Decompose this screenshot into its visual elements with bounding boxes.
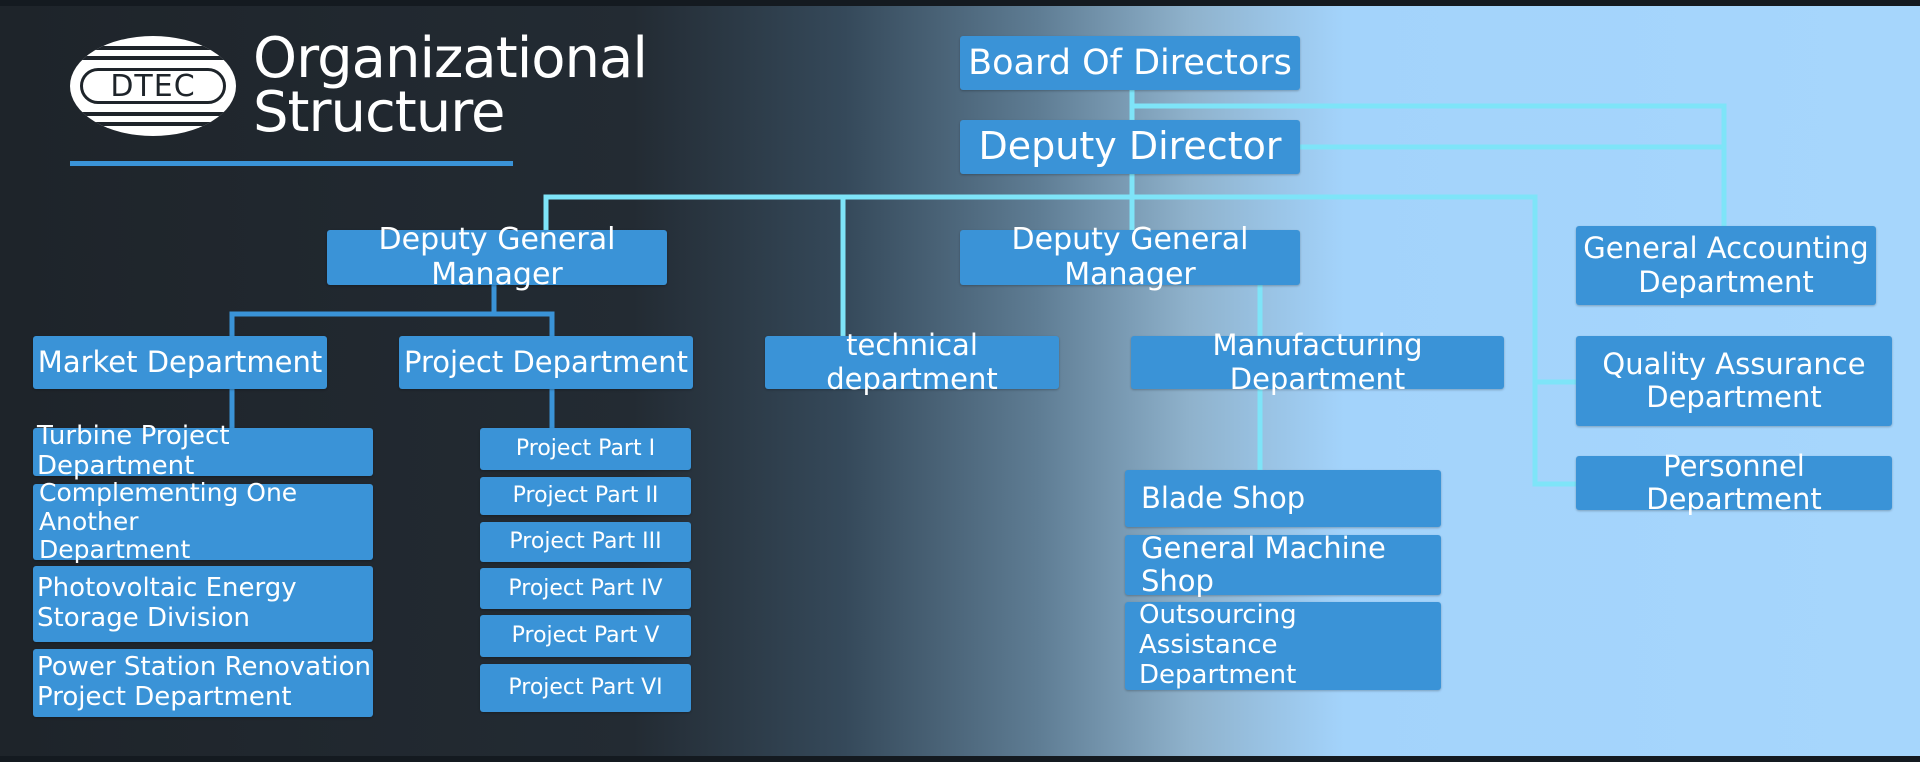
connector-right-spine [1532,194,1581,487]
node-label: Project Part I [515,436,656,462]
node-deputy-general-manager-right: Deputy General Manager [960,222,1300,291]
node-manufacturing-department: Manufacturing Department [1131,329,1504,395]
node-label: Project Part VI [508,675,663,701]
node-blade-shop: Blade Shop [1125,470,1441,527]
node-outsourcing-assistance: Outsourcing Assistance Department [1125,600,1441,690]
node-project-part-4: Project Part IV [480,568,691,609]
node-label: Manufacturing Department [1212,328,1423,396]
page-title: Organizational Structure [253,26,648,145]
node-label: Blade Shop [1141,480,1306,515]
connector-board-right [1129,103,1727,229]
node-general-machine-shop: General Machine Shop [1125,531,1441,598]
node-label: General Accounting Department [1583,231,1869,299]
node-turbine-project-department: Turbine Project Department [33,421,373,481]
node-complementing-department: Complementing One Another Department [33,478,373,564]
node-project-part-2: Project Part II [480,477,691,515]
node-label: Project Part II [512,483,659,509]
node-label: Photovoltaic Energy Storage Division [37,573,297,633]
node-label: Quality Assurance Department [1602,346,1866,414]
node-label: Turbine Project Department [37,421,230,481]
node-deputy-general-manager-left: Deputy General Manager [327,222,667,291]
title-line-2: Structure [253,80,506,145]
node-label: Personnel Department [1646,448,1822,516]
node-market-department: Market Department [33,336,327,389]
node-label: technical department [826,328,998,396]
node-technical-department: technical department [765,329,1059,395]
node-label: Deputy General Manager [1011,222,1249,292]
top-border [0,0,1920,6]
node-project-part-6: Project Part VI [480,664,691,712]
node-quality-assurance-department: Quality Assurance Department [1576,336,1892,426]
node-label: Project Part IV [508,575,663,601]
title-line-1: Organizational [253,26,648,91]
node-label: Board Of Directors [968,42,1292,83]
node-label: Deputy Director [978,124,1282,169]
node-label: Market Department [37,344,323,379]
dtec-logo: DTEC [70,36,236,136]
node-label: Project Department [404,344,688,379]
node-board-of-directors: Board Of Directors [960,36,1300,90]
node-label: Outsourcing Assistance Department [1139,600,1297,690]
node-photovoltaic-division: Photovoltaic Energy Storage Division [33,566,373,642]
title-underline [70,161,513,166]
node-label: Power Station Renovation Project Departm… [37,652,371,712]
node-label: Project Part V [511,623,660,649]
bottom-border [0,756,1920,762]
node-deputy-director: Deputy Director [960,120,1300,174]
node-label: Project Part III [509,529,662,555]
node-project-part-3: Project Part III [480,522,691,562]
node-project-part-1: Project Part I [480,428,691,470]
node-power-station-renovation: Power Station Renovation Project Departm… [33,649,373,717]
node-label: Deputy General Manager [378,222,616,292]
node-project-department: Project Department [399,336,693,389]
node-personnel-department: Personnel Department [1576,449,1892,516]
node-general-accounting-department: General Accounting Department [1576,226,1876,305]
logo-text: DTEC [80,68,226,104]
node-label: General Machine Shop [1141,530,1386,598]
node-project-part-5: Project Part V [480,615,691,657]
node-label: Complementing One Another Department [39,477,298,565]
